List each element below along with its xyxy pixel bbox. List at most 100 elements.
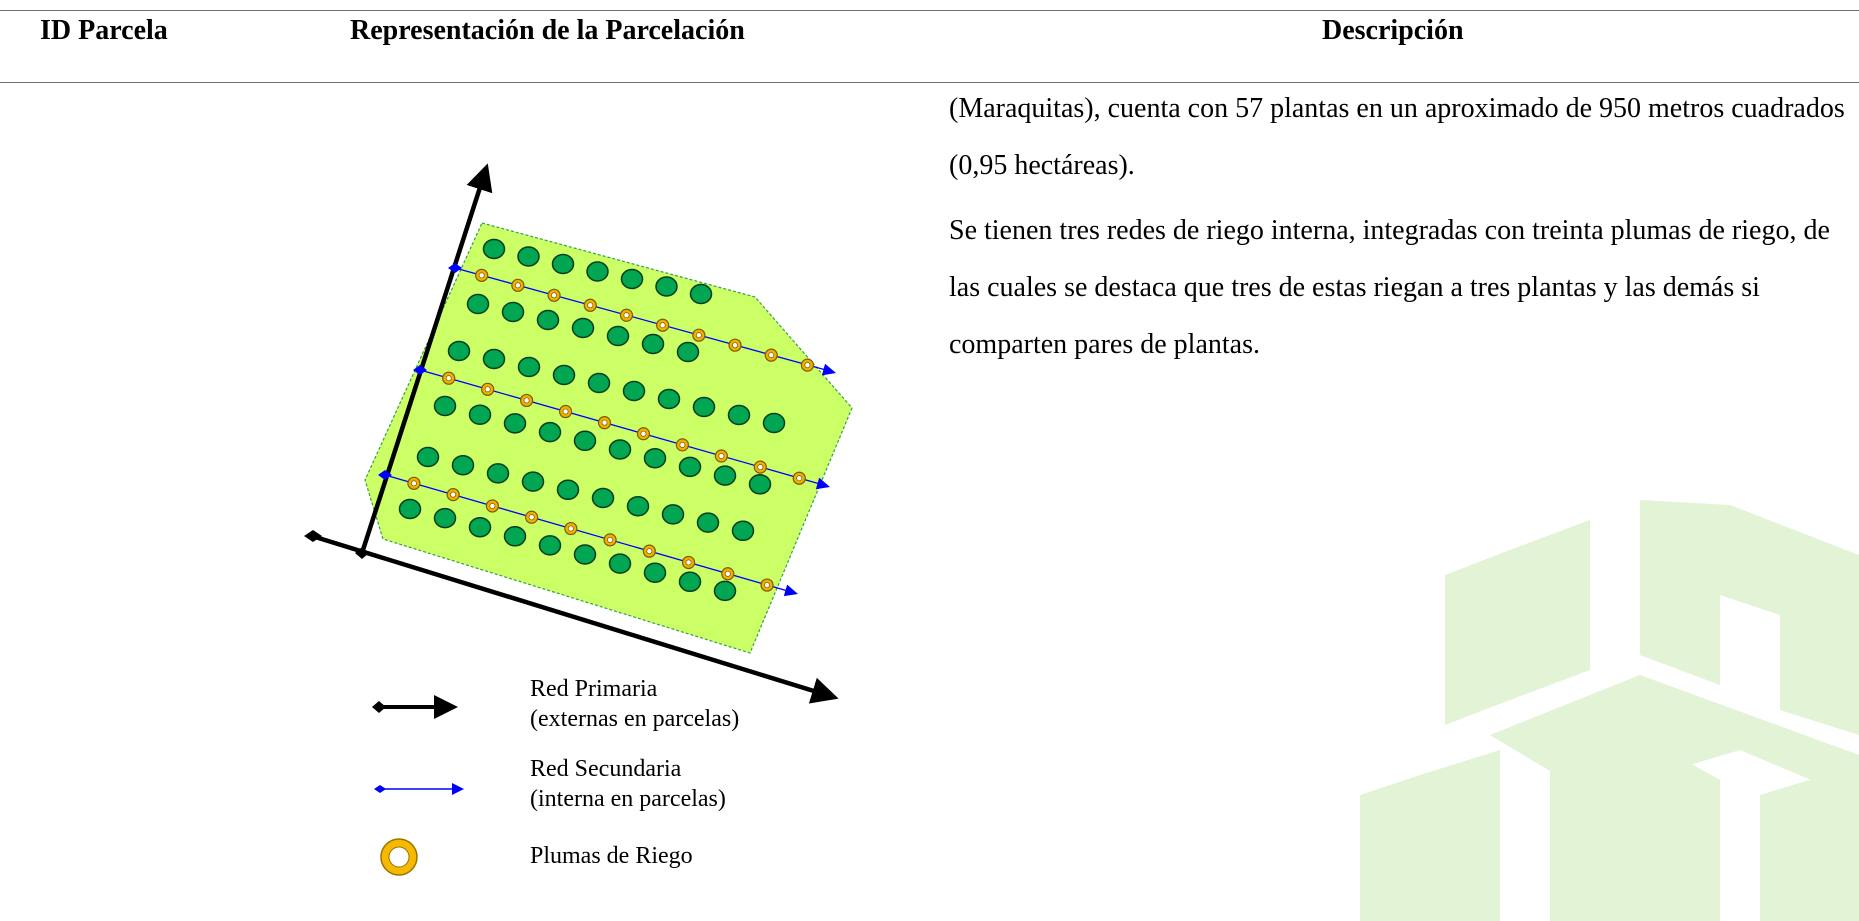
sprinkler-center-20 (796, 475, 803, 482)
sprinkler-center-9 (768, 352, 775, 359)
sprinklers-layer (407, 268, 815, 592)
plant-31 (643, 447, 667, 469)
sprinkler-center-6 (659, 322, 666, 329)
plants-layer (398, 238, 786, 602)
plant-46 (433, 507, 457, 529)
plant-44 (731, 520, 755, 542)
legend-sprinkler-symbol (380, 838, 418, 876)
secondary-network-arrow-3 (783, 584, 798, 597)
plant-36 (451, 454, 475, 476)
plant-5 (620, 268, 644, 290)
plant-41 (626, 495, 650, 517)
sprinkler-center-10 (804, 362, 811, 369)
plant-14 (676, 341, 700, 363)
plant-23 (727, 404, 751, 426)
plant-19 (587, 372, 611, 394)
plant-52 (643, 562, 667, 583)
sprinkler-center-1 (478, 272, 485, 279)
sprinkler-center-15 (601, 419, 608, 426)
plant-2 (517, 246, 540, 267)
sprinkler-center-3 (551, 292, 558, 299)
plant-50 (573, 544, 597, 565)
table-top-rule (0, 10, 1859, 11)
secondary-network-start-1 (448, 263, 462, 273)
sprinkler-center-29 (724, 570, 731, 577)
sprinkler-center-13 (523, 397, 530, 404)
plant-26 (468, 404, 492, 425)
plant-17 (517, 356, 541, 378)
legend-primary-symbol (372, 695, 458, 719)
sprinkler-center-8 (732, 342, 738, 349)
primary-network-start-marker (304, 530, 322, 542)
plant-21 (657, 388, 681, 410)
header-id-parcela: ID Parcela (40, 15, 168, 46)
sprinkler-center-18 (718, 453, 725, 459)
sprinkler-center-28 (685, 559, 692, 566)
plant-43 (696, 512, 720, 533)
header-descripcion: Descripción (1322, 15, 1464, 46)
sprinkler-center-17 (679, 441, 686, 448)
table-header-rule (0, 82, 1859, 83)
sprinkler-center-12 (484, 386, 491, 393)
plant-18 (552, 364, 576, 386)
sprinkler-center-19 (757, 464, 764, 471)
secondary-network-arrow-2 (815, 477, 830, 490)
plant-38 (521, 471, 545, 492)
plant-30 (608, 439, 632, 460)
sprinkler-center-4 (587, 302, 594, 309)
sprinkler-center-5 (623, 312, 630, 319)
primary-network-line-vertical (359, 163, 493, 554)
plant-29 (573, 430, 597, 452)
legend-secondary-title: Red Secundaria (530, 756, 682, 782)
plant-27 (503, 413, 527, 434)
parcel-area (364, 222, 853, 654)
plant-48 (503, 526, 527, 547)
secondary-network-start-3 (378, 470, 392, 480)
sprinkler-center-22 (450, 491, 457, 498)
university-watermark (1360, 500, 1859, 921)
sprinkler-center-21 (410, 480, 417, 487)
parcel-diagram (304, 163, 853, 876)
plant-32 (678, 456, 702, 478)
legend-primary-title: Red Primaria (530, 676, 658, 702)
plant-28 (538, 421, 562, 443)
plant-1 (482, 238, 506, 260)
plant-39 (556, 479, 580, 501)
plant-20 (622, 380, 646, 402)
plant-49 (538, 535, 562, 556)
description-paragraph-1: (Maraquitas), cuenta con 57 plantas en u… (949, 93, 1845, 181)
description-paragraph-2: Se tienen tres redes de riego interna, i… (949, 215, 1830, 360)
plant-47 (468, 516, 492, 538)
sprinkler-center-27 (646, 548, 653, 555)
plant-24 (762, 412, 786, 434)
plant-15 (447, 340, 471, 362)
sprinkler-center-7 (695, 332, 702, 339)
plant-45 (398, 498, 422, 520)
plant-4 (586, 261, 609, 282)
description-text: (Maraquitas), cuenta con 57 plantas en u… (949, 80, 1849, 373)
sprinkler-center-25 (567, 525, 574, 532)
primary-network-line-horizontal (311, 533, 839, 704)
plant-51 (608, 553, 632, 574)
plant-35 (416, 446, 440, 468)
sprinkler-center-14 (562, 408, 569, 415)
plant-37 (486, 463, 510, 484)
legend-primary-label: Red Primaria (externas en parcelas) (530, 674, 739, 734)
sprinkler-center-16 (640, 430, 647, 437)
sprinkler-center-2 (514, 282, 521, 289)
legend-primary-subtitle: (externas en parcelas) (530, 706, 740, 732)
sprinkler-center-30 (764, 582, 770, 589)
secondary-network-start-2 (413, 365, 427, 375)
plant-54 (713, 580, 737, 602)
plant-7 (689, 283, 713, 305)
plant-16 (482, 348, 506, 370)
plant-10 (536, 309, 560, 331)
legend-secondary-label: Red Secundaria (interna en parcelas) (530, 754, 726, 814)
plant-53 (678, 571, 702, 593)
plant-8 (466, 293, 490, 315)
plant-13 (641, 333, 665, 355)
secondary-network-arrow-1 (821, 363, 836, 376)
plant-11 (571, 317, 595, 339)
plant-34 (748, 474, 772, 495)
legend-sprinkler-label: Plumas de Riego (530, 843, 693, 869)
